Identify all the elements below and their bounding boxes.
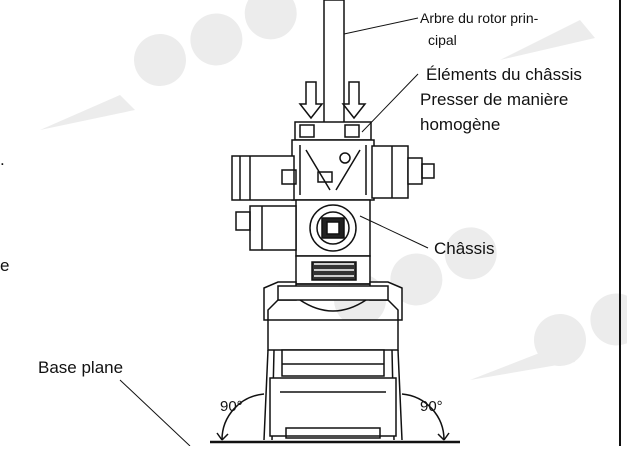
label-angle-right: 90°	[420, 398, 443, 415]
servo-right	[371, 145, 409, 199]
chassis-lower	[267, 319, 399, 351]
label-angle-left: 90°	[220, 398, 243, 415]
frame-upper	[291, 139, 375, 201]
leader-frame-elements	[361, 73, 419, 133]
edge-fragment-2: e	[0, 256, 10, 275]
servo-left	[231, 155, 295, 201]
angle-arc-right	[401, 393, 445, 441]
label-frame-elements: Éléments du châssis	[426, 65, 582, 84]
press-arrow-right	[341, 81, 367, 120]
frame-middle	[295, 199, 371, 257]
leader-rotor-shaft	[343, 17, 419, 35]
press-arrow-left	[298, 81, 324, 120]
leader-chassis	[359, 215, 429, 249]
servo-lower-left	[249, 205, 297, 251]
leader-flat-base	[119, 379, 191, 447]
label-press-line1: Presser de manière	[420, 90, 569, 109]
bearing	[309, 204, 357, 252]
label-rotor-shaft-line1: Arbre du rotor prin-	[420, 10, 539, 26]
label-chassis: Châssis	[434, 239, 495, 258]
angle-arc-left	[221, 393, 265, 441]
edge-fragment-1: .	[0, 150, 5, 169]
label-press-line2: homogène	[420, 115, 501, 134]
rotor-shaft	[323, 0, 345, 129]
label-flat-base: Base plane	[38, 358, 124, 377]
label-rotor-shaft-line2: cipal	[428, 32, 457, 48]
drawing-lines	[119, 0, 460, 447]
